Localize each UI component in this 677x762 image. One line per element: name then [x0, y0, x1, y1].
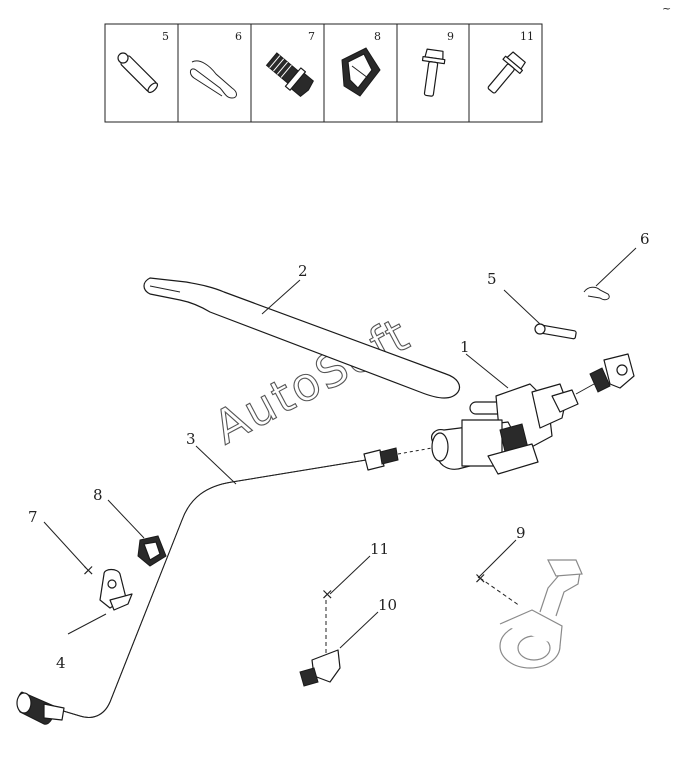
leader-lines: [43, 247, 637, 649]
table-cell-clip: 6: [189, 30, 242, 99]
part-pipe: [16, 447, 433, 725]
part-master-cylinder: [431, 353, 635, 475]
bolt-mark-7: ×: [82, 561, 95, 579]
fastener-table: 5 6 7 8: [104, 23, 543, 123]
callout-6: 6: [640, 230, 650, 248]
corner-mark: ~: [662, 2, 671, 15]
threaded-bolt-icon: [265, 52, 314, 98]
angled-bolt-icon: [487, 51, 526, 94]
part-hose: [143, 277, 461, 399]
bolt-mark-9: ×: [474, 569, 487, 587]
pin-icon: [117, 52, 159, 94]
callout-9: 9: [516, 524, 526, 542]
part-bracket-left: ×: [82, 561, 133, 611]
bolt-mark-11: ×: [321, 585, 334, 603]
callout-10: 10: [378, 596, 397, 614]
callout-8: 8: [93, 486, 103, 504]
table-cell-bolt-9: 9: [421, 30, 454, 97]
part-clip: [583, 286, 610, 301]
table-label-9: 9: [447, 30, 454, 43]
table-label-6: 6: [235, 30, 242, 43]
callout-2: 2: [298, 262, 308, 280]
table-label-7: 7: [308, 30, 315, 43]
part-pin: [534, 323, 577, 340]
table-cell-bolt-7: 7: [265, 30, 315, 98]
part-bracket-small: ×: [299, 585, 341, 687]
callout-5: 5: [487, 270, 497, 288]
table-cell-bolt-11: 11: [487, 30, 534, 94]
flange-bolt-icon: [421, 48, 446, 97]
callout-4: 4: [56, 654, 66, 672]
callout-7: 7: [28, 508, 38, 526]
part-retainer: [137, 535, 167, 567]
callout-1: 1: [460, 338, 470, 356]
callout-3: 3: [186, 430, 196, 448]
clip-icon: [189, 60, 237, 99]
part-slave-cylinder: ×: [474, 559, 583, 669]
table-label-5: 5: [162, 30, 169, 43]
callout-11: 11: [370, 540, 389, 558]
table-label-11: 11: [520, 30, 534, 43]
retainer-icon: [341, 47, 381, 97]
table-label-8: 8: [374, 30, 381, 43]
table-cell-retainer: 8: [341, 30, 381, 97]
table-cell-pin: 5: [117, 30, 169, 94]
callouts: 2 1 3 5 6 7 8 4 11 10 9: [28, 230, 650, 672]
